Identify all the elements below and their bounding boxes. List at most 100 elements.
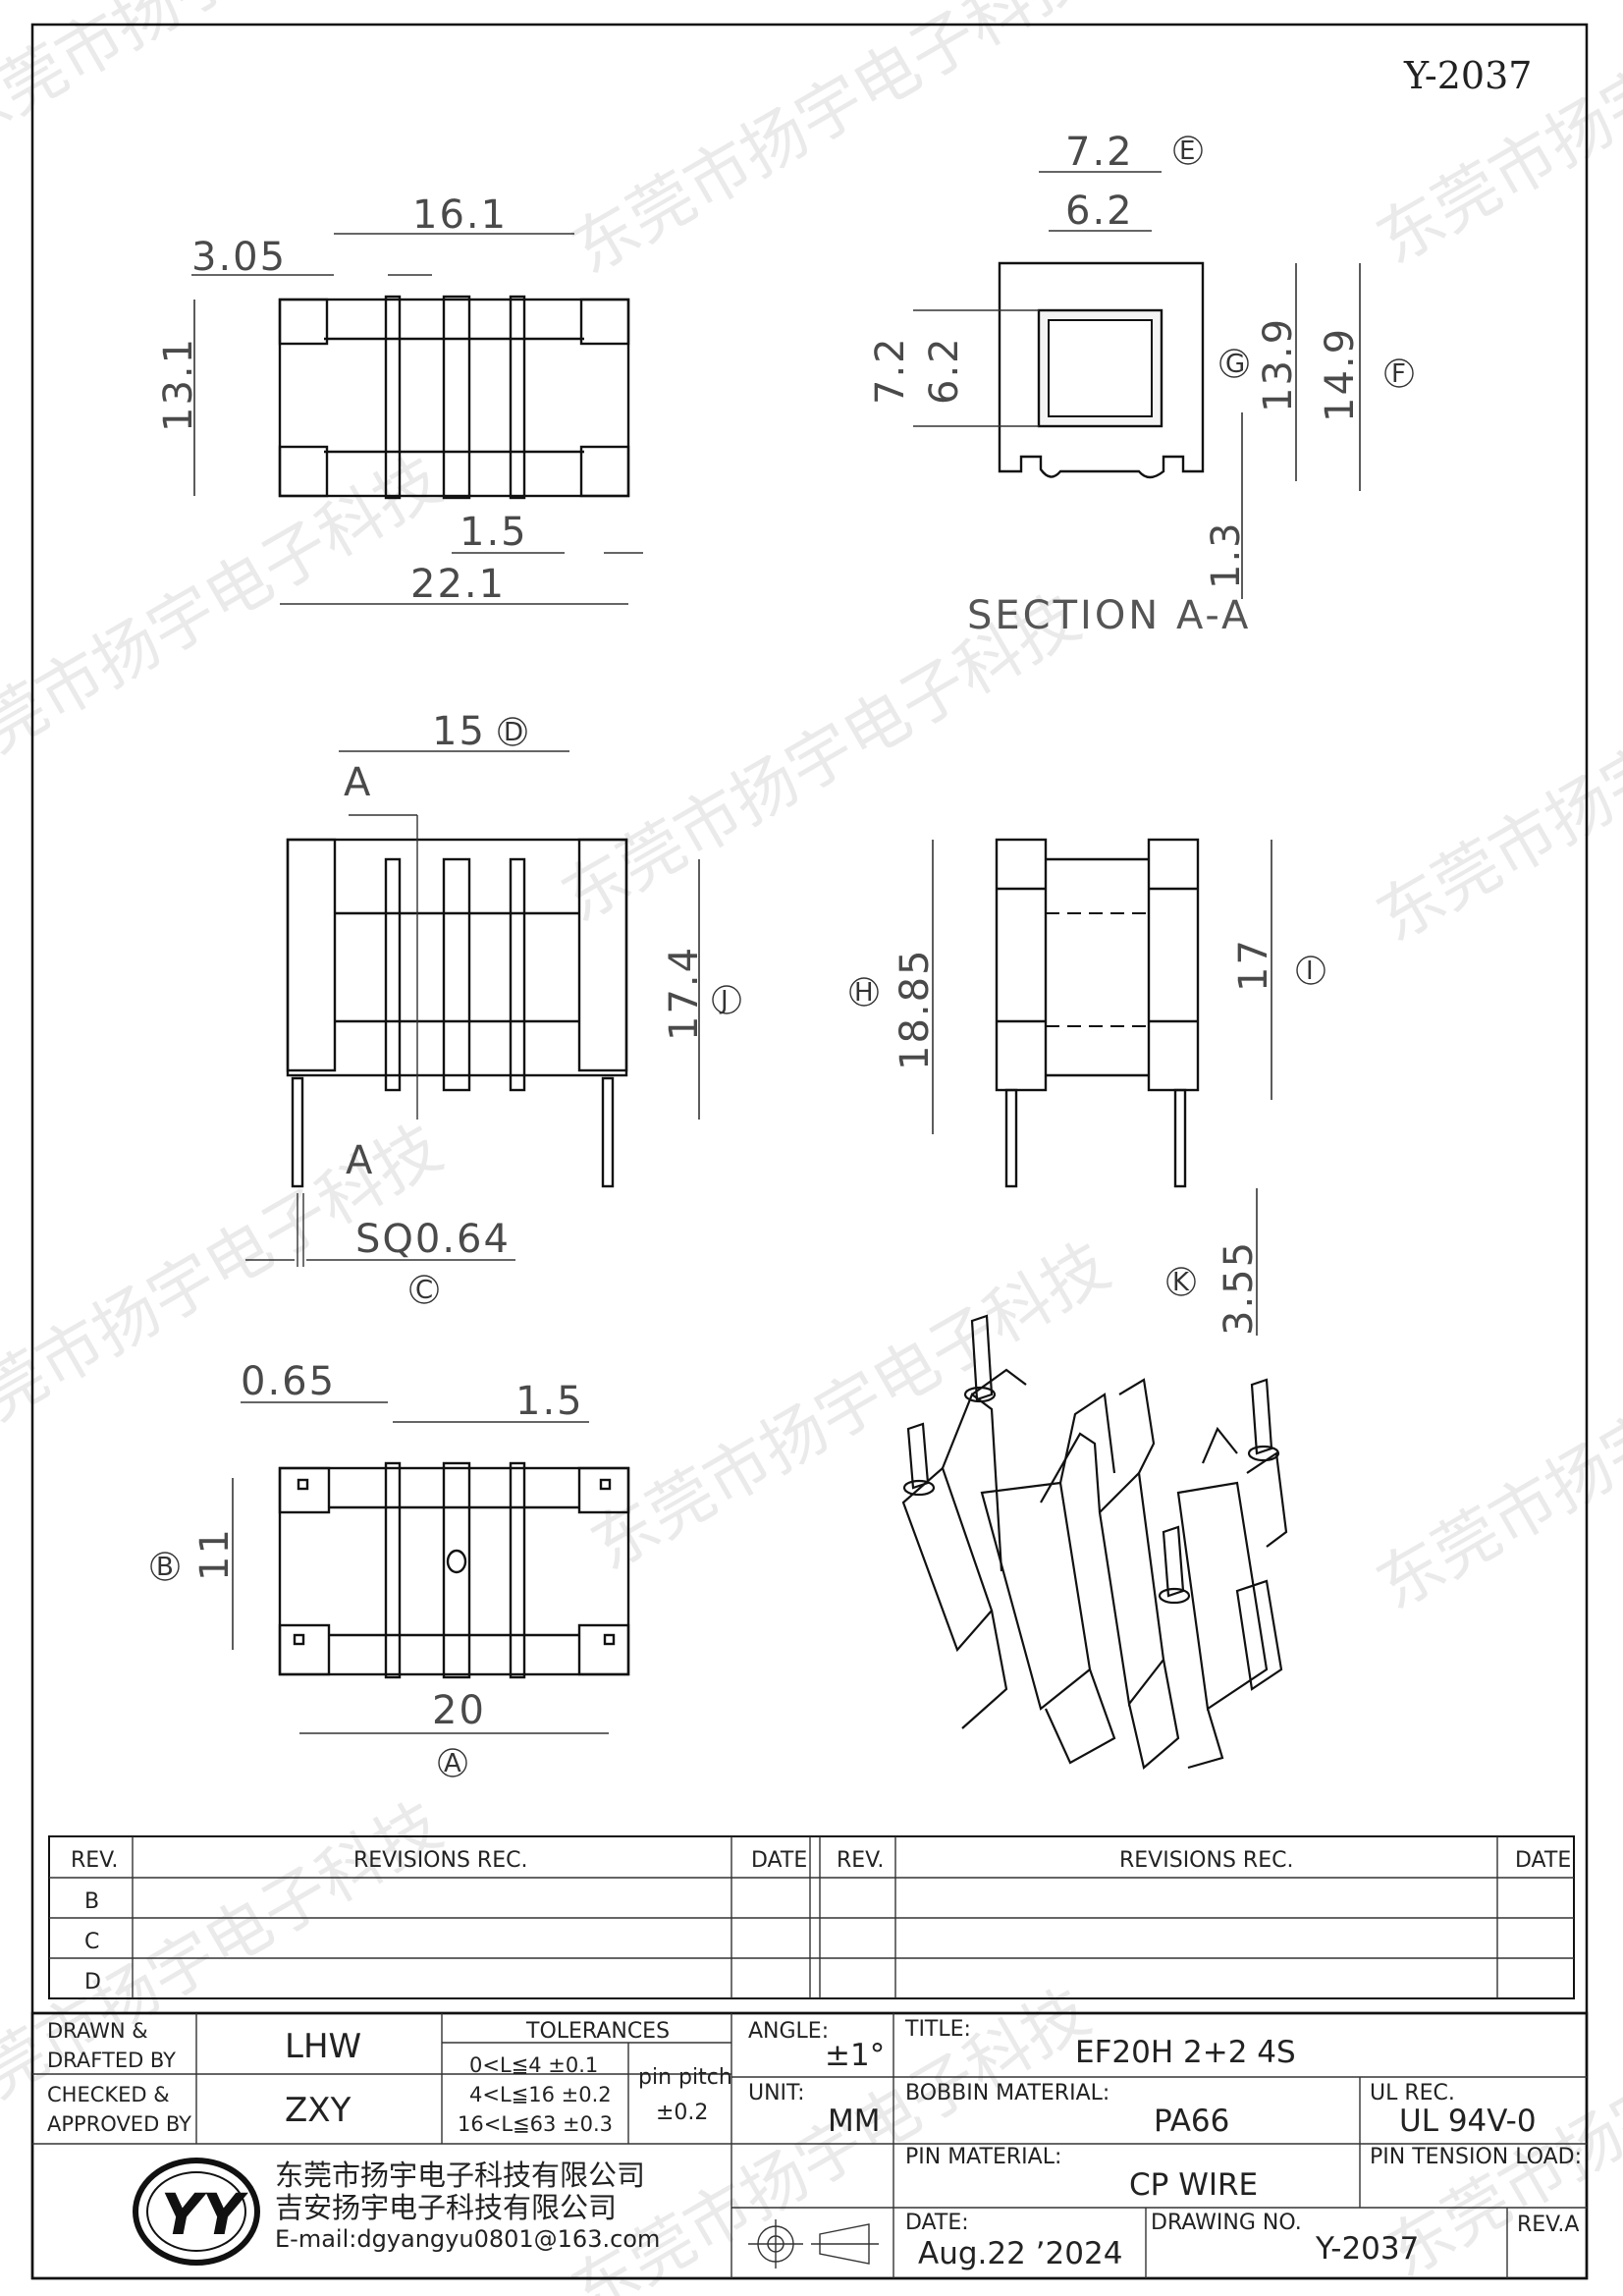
dim-1-3: 1.3 — [1204, 520, 1249, 589]
date-header-left: DATE — [751, 1848, 807, 1873]
circle-mark-e: E — [1179, 137, 1195, 166]
section-mark-top: A — [344, 760, 372, 805]
dim-15: 15 — [432, 709, 486, 754]
ul-rec-label: UL REC. — [1370, 2081, 1455, 2105]
company-logo: YY — [133, 2158, 260, 2266]
rev-a-label: REV.A — [1517, 2213, 1579, 2237]
dim-1-5-top: 1.5 — [460, 510, 528, 555]
rev-row-d: D — [84, 1970, 101, 1995]
circle-mark-d: D — [504, 718, 523, 747]
dim-17: 17 — [1231, 938, 1276, 992]
pin — [291, 1076, 304, 1188]
drawing-number-top: Y-2037 — [1403, 54, 1532, 97]
rev-row-b: B — [84, 1889, 99, 1914]
bobbin-material-label: BOBBIN MATERIAL: — [905, 2081, 1109, 2105]
circle-mark-b: B — [156, 1553, 174, 1582]
title-value: EF20H 2+2 4S — [1075, 2035, 1296, 2070]
tolerance-row-3: 16<L≦63 ±0.3 — [458, 2112, 613, 2136]
dim-0-65: 0.65 — [241, 1359, 336, 1404]
front-view: 15 A A 17.4 SQ0.64 — [245, 709, 707, 1267]
tolerance-row-2: 4<L≦16 ±0.2 — [469, 2083, 612, 2106]
company-email: E-mail:dgyangyu0801@163.com — [275, 2225, 660, 2253]
dim-11: 11 — [192, 1527, 238, 1581]
drawing-no-label: DRAWING NO. — [1151, 2211, 1302, 2235]
circle-mark-i: I — [1306, 957, 1314, 986]
unit-label: UNIT: — [748, 2081, 804, 2105]
circle-mark-f: F — [1391, 359, 1406, 389]
side-view: 18.85 17 3.55 — [893, 838, 1276, 1336]
pin — [1004, 1088, 1018, 1188]
title-block: DRAWN & DRAFTED BY LHW CHECKED & APPROVE… — [30, 2011, 1589, 2280]
rev-header-right: REV. — [837, 1848, 884, 1873]
rev-header-left: REV. — [71, 1848, 118, 1873]
date-header-right: DATE — [1515, 1848, 1571, 1873]
drawn-label-2: DRAFTED BY — [47, 2049, 176, 2072]
section-view: 7.2 6.2 7.2 6.2 13.9 14.9 1.3 SECTION A-… — [868, 130, 1363, 638]
projection-symbol-icon — [748, 2219, 879, 2269]
angle-label: ANGLE: — [748, 2019, 829, 2044]
watermark-text: 东莞市扬宇电子科技 — [560, 0, 1103, 289]
dim-16-1: 16.1 — [412, 192, 508, 238]
checked-label-2: APPROVED BY — [47, 2112, 191, 2136]
pin — [1173, 1088, 1187, 1188]
checked-label-1: CHECKED & — [47, 2083, 170, 2106]
unit-value: MM — [828, 2104, 881, 2139]
dim-7-2-w: 7.2 — [1065, 130, 1134, 175]
dim-18-85: 18.85 — [893, 948, 938, 1070]
top-view-body — [278, 298, 630, 498]
tolerance-row-1: 0<L≦4 ±0.1 — [469, 2053, 598, 2077]
rec-header-right: REVISIONS REC. — [1119, 1848, 1293, 1873]
bobbin-material-value: PA66 — [1154, 2104, 1229, 2139]
circle-marks: E G F D J H I C K B A — [150, 136, 1414, 1778]
pin-material-label: PIN MATERIAL: — [905, 2145, 1061, 2169]
isometric-view — [901, 1314, 1288, 1771]
dim-20: 20 — [432, 1688, 486, 1733]
dim-17-4: 17.4 — [662, 946, 707, 1041]
dim-14-9: 14.9 — [1318, 327, 1363, 422]
dim-7-2-h: 7.2 — [868, 336, 913, 405]
circle-mark-j: J — [719, 986, 729, 1015]
drawn-value: LHW — [285, 2027, 361, 2066]
watermark-text: 东莞市扬宇电子科技 — [1365, 0, 1623, 279]
logo-letters: YY — [161, 2181, 248, 2248]
dim-6-2-w: 6.2 — [1065, 189, 1134, 234]
section-label: SECTION A-A — [967, 593, 1251, 638]
pin-material-value: CP WIRE — [1129, 2167, 1258, 2203]
circle-mark-h: H — [854, 978, 874, 1008]
date-value: Aug.22 ’2024 — [918, 2236, 1122, 2271]
watermark-text: 东莞市扬宇电子科技 — [1365, 599, 1623, 957]
tolerances-title: TOLERANCES — [525, 2019, 670, 2044]
pin-pitch-label: pin pitch — [638, 2065, 732, 2090]
circle-mark-k: K — [1172, 1268, 1190, 1297]
dim-1-5-bottom: 1.5 — [515, 1379, 584, 1424]
company-name-2: 吉安扬宇电子科技有限公司 — [275, 2191, 617, 2224]
rec-header-left: REVISIONS REC. — [353, 1848, 527, 1873]
title-label: TITLE: — [904, 2017, 971, 2042]
pin-tension-label: PIN TENSION LOAD: — [1370, 2145, 1582, 2169]
ul-rec-value: UL 94V-0 — [1399, 2104, 1537, 2139]
pin — [601, 1076, 615, 1188]
pin-pitch-value: ±0.2 — [656, 2101, 708, 2125]
top-view: 16.1 3.05 13.1 1.5 22.1 — [156, 192, 643, 607]
company-name-1: 东莞市扬宇电子科技有限公司 — [275, 2159, 645, 2192]
watermark-text: 东莞市扬宇电子科技 — [579, 1228, 1122, 1585]
dim-3-55: 3.55 — [1217, 1240, 1262, 1336]
dim-13-9: 13.9 — [1256, 317, 1301, 412]
rev-row-c: C — [84, 1930, 99, 1954]
dim-13-1: 13.1 — [156, 337, 201, 432]
circle-mark-c: C — [415, 1276, 433, 1305]
drawn-label-1: DRAWN & — [47, 2019, 148, 2043]
bottom-view: 0.65 1.5 11 20 — [192, 1359, 630, 1734]
dim-6-2-h: 6.2 — [922, 336, 967, 405]
dim-sq-0-64: SQ0.64 — [355, 1217, 511, 1262]
section-mark-bottom: A — [346, 1138, 374, 1183]
watermark-text: 东莞市扬宇电子科技 — [0, 1110, 454, 1467]
dim-3-05: 3.05 — [191, 235, 287, 280]
dim-22-1: 22.1 — [410, 562, 506, 607]
angle-value: ±1° — [825, 2038, 885, 2073]
drawing-no-value: Y-2037 — [1315, 2231, 1419, 2267]
revisions-table: REV. REVISIONS REC. DATE REV. REVISIONS … — [48, 1835, 1575, 1999]
